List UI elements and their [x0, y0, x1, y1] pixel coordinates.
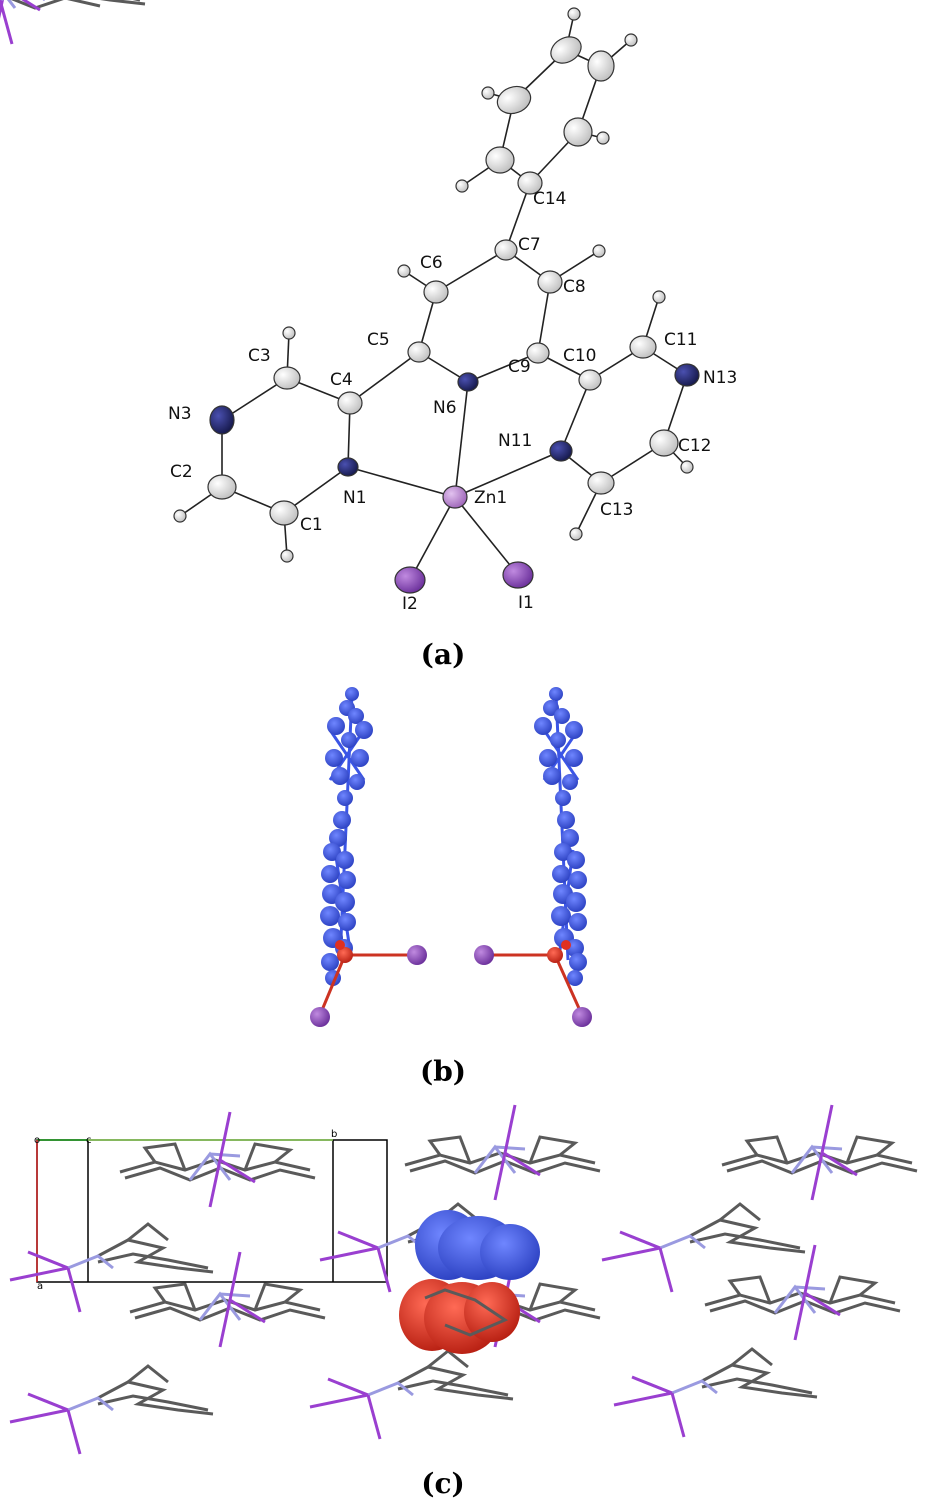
- atom-h: [652, 290, 666, 304]
- atom-i2: [394, 566, 426, 594]
- atom-n1: [337, 457, 359, 477]
- atom-h: [173, 509, 187, 523]
- atom-h: [481, 86, 495, 100]
- label-c6: C6: [420, 253, 443, 273]
- atom-n3: [209, 405, 235, 435]
- atom-zn1: [442, 485, 468, 509]
- atom-h: [397, 264, 411, 278]
- atom-i-b: [474, 945, 494, 965]
- label-n3: N3: [168, 404, 192, 424]
- atom-c-ring: [485, 146, 515, 174]
- label-c3: C3: [248, 346, 271, 366]
- label-c8: C8: [563, 277, 586, 297]
- label-c12: C12: [678, 436, 712, 456]
- atom-n6: [457, 372, 479, 392]
- label-i2: I2: [402, 594, 418, 614]
- atom-h: [455, 179, 469, 193]
- atom-h: [596, 131, 610, 145]
- label-n6: N6: [433, 398, 457, 418]
- atom-h: [680, 460, 694, 474]
- label-c7: C7: [518, 235, 541, 255]
- atom-i-b: [310, 1007, 330, 1027]
- label-n1: N1: [343, 488, 367, 508]
- atom-c8: [537, 270, 563, 294]
- atom-c14: [517, 171, 543, 195]
- label-c13: C13: [600, 500, 634, 520]
- panel-b-side-view: (b): [310, 687, 592, 1088]
- atom-c-ring: [496, 85, 532, 115]
- label-c11: C11: [664, 330, 698, 350]
- atom-h: [569, 527, 583, 541]
- packing-molecules: [8, 1103, 919, 1456]
- panel-label-a: (a): [421, 638, 466, 671]
- atom-h: [280, 549, 294, 563]
- atom-i-b: [407, 945, 427, 965]
- atom-h: [624, 33, 638, 47]
- space-filling-red: [399, 1279, 520, 1354]
- atom-c3: [273, 366, 301, 390]
- atom-c9: [526, 342, 550, 364]
- space-filling-blue: [415, 1210, 540, 1280]
- label-n11: N11: [498, 431, 532, 451]
- atom-c5: [407, 341, 431, 363]
- atom-c4: [337, 391, 363, 415]
- atom-c-ring: [587, 50, 615, 82]
- panel-label-b: (b): [420, 1055, 466, 1088]
- cell-label-a: a: [37, 1281, 43, 1292]
- cell-label-c: c: [86, 1135, 92, 1146]
- cell-label-o: o: [34, 1135, 40, 1146]
- atom-i1: [502, 561, 534, 589]
- label-n13: N13: [703, 368, 737, 388]
- atom-h: [592, 244, 606, 258]
- label-c4: C4: [330, 370, 353, 390]
- atom-c1: [269, 500, 299, 526]
- atoms-a: [173, 7, 700, 594]
- atom-c6: [423, 280, 449, 304]
- label-c1: C1: [300, 515, 323, 535]
- atom-c11: [629, 335, 657, 359]
- atom-c2: [207, 474, 237, 500]
- cell-axis-labels: o c b a: [34, 1129, 337, 1292]
- atom-n11: [549, 440, 573, 462]
- cell-label-b: b: [331, 1129, 337, 1140]
- atom-labels-a: C14 C7 C6 C8 C5 C3 C4 C9 C10 C11 N13 N6 …: [168, 189, 737, 614]
- atom-c7: [494, 239, 518, 261]
- atom-c-ring: [550, 36, 582, 64]
- atom-n13: [674, 363, 700, 387]
- label-i1: I1: [518, 593, 534, 613]
- atom-c10: [578, 369, 602, 391]
- label-c10: C10: [563, 346, 597, 366]
- atom-h: [567, 7, 581, 21]
- panel-label-c: (c): [421, 1467, 465, 1500]
- label-c2: C2: [170, 462, 193, 482]
- atom-c12: [649, 429, 679, 457]
- atom-c-ring: [563, 117, 593, 147]
- molecule-b-left: [310, 687, 427, 1027]
- overlay-stick: [424, 1288, 509, 1337]
- molecule-b-right: [474, 687, 592, 1027]
- label-c5: C5: [367, 330, 390, 350]
- label-zn1: Zn1: [474, 488, 507, 508]
- atom-i-b: [572, 1007, 592, 1027]
- atom-c13: [587, 471, 615, 495]
- panel-a-structure: C14 C7 C6 C8 C5 C3 C4 C9 C10 C11 N13 N6 …: [168, 7, 737, 671]
- atom-h: [282, 326, 296, 340]
- label-c9: C9: [508, 357, 531, 377]
- label-c14: C14: [533, 189, 567, 209]
